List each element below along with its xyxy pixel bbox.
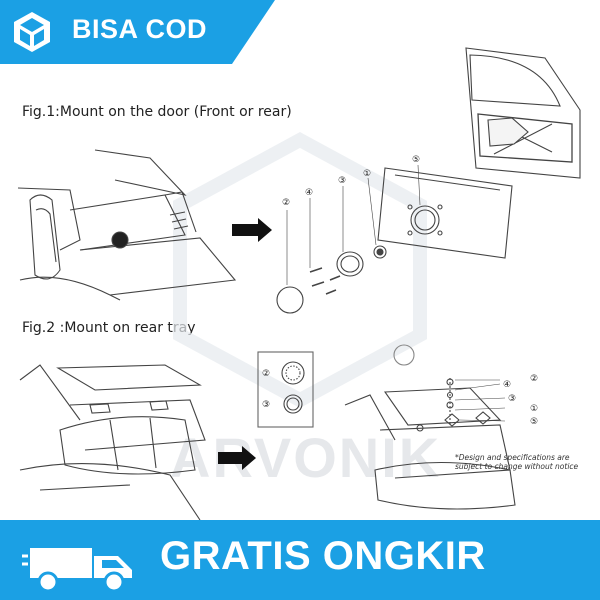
callout-2: ② bbox=[282, 198, 290, 208]
speaker-hole bbox=[111, 231, 129, 249]
cod-banner-shape bbox=[0, 0, 275, 64]
delivery-truck-icon bbox=[22, 548, 132, 593]
arrow-right-icon bbox=[218, 446, 256, 470]
large-callout-5: ⑤ bbox=[530, 417, 538, 427]
fig2-large-callouts: ② ④ ③ ① ⑤ bbox=[503, 374, 538, 427]
rear-tray-illustration bbox=[19, 364, 206, 520]
fig2-label: Fig.2 :Mount on rear tray bbox=[22, 320, 196, 336]
callout-1: ① bbox=[363, 169, 371, 179]
large-callout-1: ① bbox=[530, 404, 538, 414]
large-callout-4: ④ bbox=[503, 380, 511, 390]
gratis-ongkir-banner: GRATIS ONGKIR bbox=[0, 520, 600, 600]
watermark: ARVONIK bbox=[170, 426, 442, 489]
cube-logo-icon bbox=[14, 12, 50, 52]
small-callout-2: ② bbox=[262, 369, 270, 379]
arrow-right-icon bbox=[232, 218, 272, 242]
callout-5: ⑤ bbox=[412, 155, 420, 165]
disclaimer-note: *Design and specifications are subject t… bbox=[455, 453, 579, 471]
cod-banner: BISA COD bbox=[0, 0, 275, 64]
car-door-interior-illustration bbox=[17, 149, 237, 301]
gratis-ongkir-label: GRATIS ONGKIR bbox=[160, 534, 486, 578]
fig1-exploded-view bbox=[276, 164, 513, 314]
fig1-callouts: ② ④ ③ ① ⑤ bbox=[282, 155, 420, 208]
fig2-exploded-view bbox=[344, 378, 516, 510]
door-panel-illustration bbox=[465, 47, 581, 179]
callout-3: ③ bbox=[338, 176, 346, 186]
fig2-small-callouts: ② ③ bbox=[262, 369, 270, 410]
large-callout-3: ③ bbox=[508, 394, 516, 404]
grille-circle bbox=[393, 344, 415, 366]
callout-4: ④ bbox=[305, 188, 313, 198]
speaker-detail-box bbox=[257, 351, 314, 428]
small-callout-3: ③ bbox=[262, 400, 270, 410]
fig1-label: Fig.1:Mount on the door (Front or rear) bbox=[22, 104, 292, 120]
installation-diagram: ② ④ ③ ① ⑤ ② ③ bbox=[17, 47, 581, 520]
cod-label: BISA COD bbox=[72, 14, 208, 44]
large-callout-2: ② bbox=[530, 374, 538, 384]
